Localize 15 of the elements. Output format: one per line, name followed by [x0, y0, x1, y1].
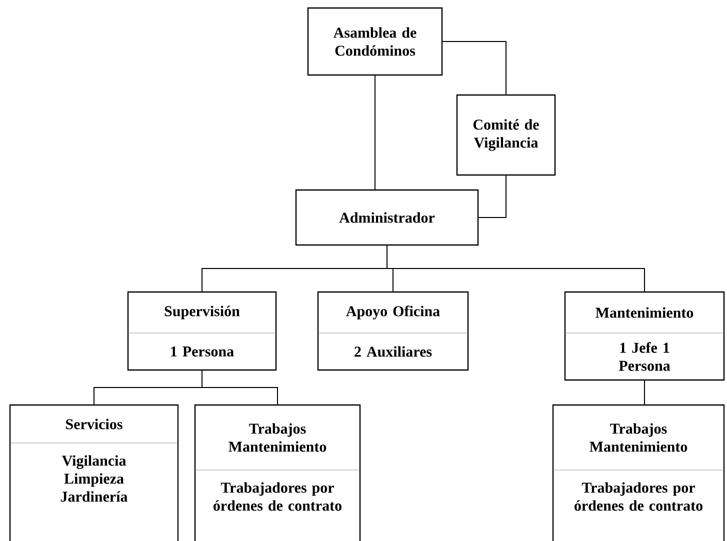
- org-box: Servicios Vigilancia Limpieza Jardinería: [9, 404, 179, 541]
- connector-line: [374, 75, 376, 190]
- org-box: Apoyo Oficina 2 Auxiliares: [317, 291, 469, 371]
- org-box: Trabajos Mantenimiento Trabajadores por órdenes de contrato: [552, 404, 725, 541]
- connector-line: [644, 380, 645, 405]
- connector-line: [478, 175, 506, 218]
- org-box: Trabajos Mantenimiento Trabajadores por órdenes de contrato: [194, 404, 361, 541]
- org-box: Asamblea de Condóminos: [307, 7, 443, 76]
- org-box: Mantenimiento 1 Jefe 1 Persona: [564, 291, 725, 381]
- connector-line: [202, 370, 278, 405]
- org-box: Administrador: [295, 189, 479, 246]
- org-box: Comité de Vigilancia: [456, 94, 556, 176]
- org-box: Supervisión 1 Persona: [127, 291, 277, 371]
- connector-line: [442, 41, 506, 95]
- connector-line: [386, 245, 645, 292]
